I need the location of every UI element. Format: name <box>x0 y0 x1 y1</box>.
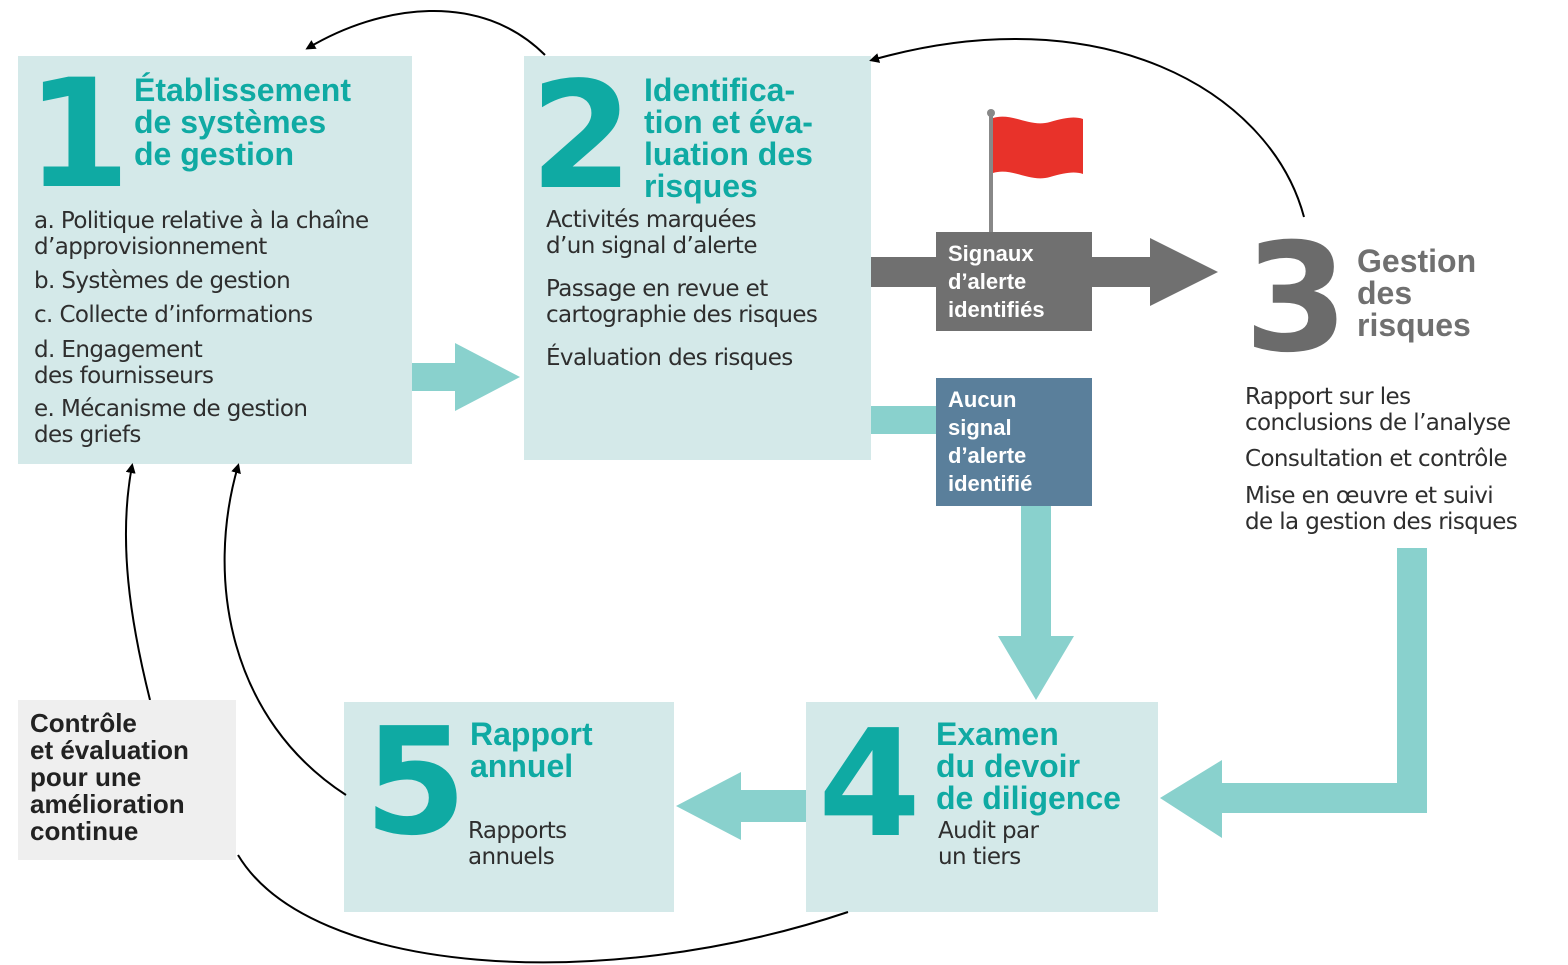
step5-item-reports: Rapports annuels <box>468 818 567 870</box>
step5-number: 5 <box>364 696 467 868</box>
step1-number: 1 <box>26 48 130 222</box>
step2-box <box>524 56 871 460</box>
continuous-improvement-box: Contrôle et évaluation pour une améliora… <box>18 700 236 860</box>
step2-number: 2 <box>530 50 633 222</box>
step2-item-flagged: Activités marquées d’un signal d’alerte <box>546 207 758 259</box>
step3-title: Gestion des risques <box>1357 243 1477 343</box>
step5-box <box>344 702 674 912</box>
step5-title: Rapport annuel <box>470 716 593 784</box>
step1-title: Établissement de systèmes de gestion <box>134 72 351 172</box>
no-signal-box: Aucun signal d’alerte identifié <box>936 378 1092 506</box>
curve-step2-to-step1 <box>305 9 546 56</box>
step4-title: Examen du devoir de diligence <box>936 716 1121 816</box>
step1-item-d: d. Engagement des fournisseurs <box>34 337 214 389</box>
step4-item-audit: Audit par un tiers <box>938 818 1039 870</box>
step2-item-mapping: Passage en revue et cartographie des ris… <box>546 276 818 328</box>
red-flag-icon <box>987 109 1083 236</box>
curve-control-to-step1 <box>124 463 151 701</box>
step4-box <box>806 702 1158 912</box>
step1-item-c: c. Collecte d’informations <box>34 302 313 328</box>
signals-identified-box: Signaux d’alerte identifiés <box>936 232 1092 331</box>
curve-step5-to-step1 <box>223 463 347 796</box>
step4-number: 4 <box>818 698 921 870</box>
curve-step4-to-control <box>237 854 849 964</box>
step1-box <box>18 56 412 464</box>
step1-item-b: b. Systèmes de gestion <box>34 268 291 294</box>
arrow-nosignal-to-step4 <box>871 406 940 434</box>
step3-item-implementation: Mise en œuvre et suivi de la gestion des… <box>1245 483 1518 535</box>
step1-item-a: a. Politique relative à la chaîne d’appr… <box>34 208 369 260</box>
step1-item-e: e. Mécanisme de gestion des griefs <box>34 396 308 448</box>
arrow-step3-to-step4 <box>1160 548 1427 838</box>
step3-number: 3 <box>1244 212 1349 386</box>
step3-item-report: Rapport sur les conclusions de l’analyse <box>1245 384 1511 436</box>
step2-title: Identifica- tion et éva- luation des ris… <box>644 72 813 204</box>
arrow-down-to-step4 <box>998 506 1074 700</box>
arrow-step4-to-step5 <box>676 772 806 840</box>
arrow-step1-to-step2 <box>412 343 520 411</box>
step2-item-evaluation: Évaluation des risques <box>546 345 793 371</box>
step3-item-consultation: Consultation et contrôle <box>1245 446 1508 472</box>
curve-step3-to-step2 <box>869 38 1305 218</box>
